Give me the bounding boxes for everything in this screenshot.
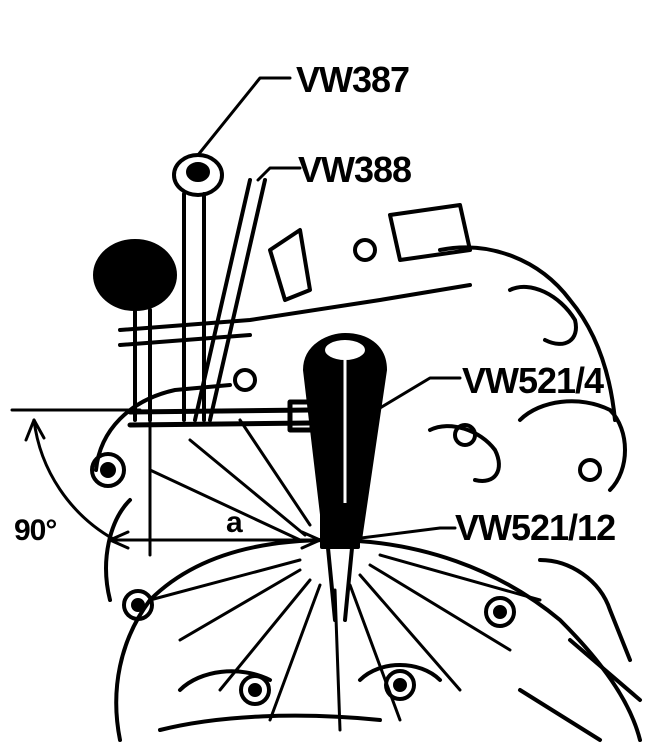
- label-vw387: VW387: [296, 59, 409, 100]
- label-vw521-4: VW521/4: [462, 360, 604, 401]
- label-angle-90: 90°: [14, 514, 56, 547]
- angle-reference: [10, 408, 142, 542]
- gearbox-housing: [94, 203, 642, 742]
- vw521-4-cylinder: [303, 333, 387, 542]
- label-vw388: VW388: [298, 149, 411, 190]
- bolt-holes: [90, 238, 602, 706]
- measuring-bar: [127, 399, 315, 433]
- label-vw521-12: VW521/12: [455, 507, 615, 548]
- vw388-holder-arm: [118, 178, 472, 422]
- dimension-a: [108, 418, 322, 557]
- spoked-cover: [148, 418, 542, 732]
- vw387-dial-gauge: [93, 153, 224, 422]
- leader-lines: [196, 76, 462, 542]
- label-dimension-a: a: [226, 506, 243, 539]
- vw521-12-base: [320, 503, 360, 622]
